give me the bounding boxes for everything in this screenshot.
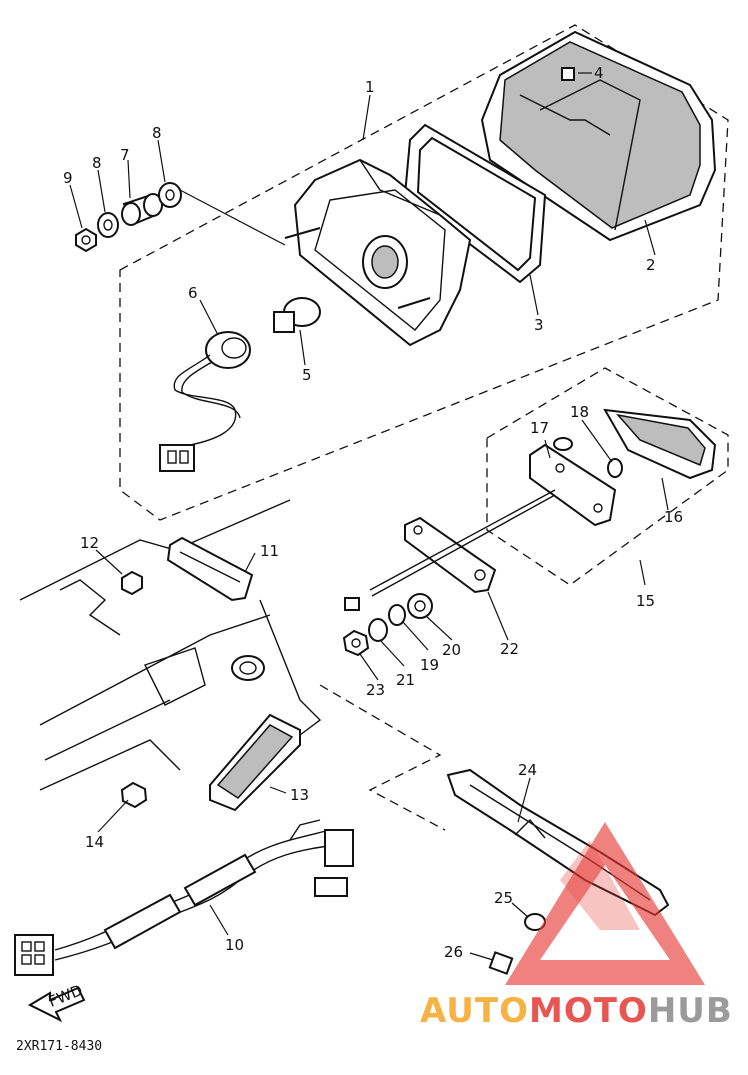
washer-part-8-left [97,212,119,238]
automotohub-watermark-logo: AUTOMOTOHUB [420,822,733,1031]
light-bracket-part-17 [529,443,617,527]
label-20: 20 [442,641,461,659]
label-23: 23 [366,681,385,699]
watermark-brand-moto: MOTO [529,991,648,1031]
label-18: 18 [570,403,589,421]
light-base-part-22 [404,516,497,594]
label-21: 21 [396,671,415,689]
label-25: 25 [494,889,513,907]
washer-part-21 [368,618,388,642]
label-11: 11 [260,542,279,560]
license-lens-part-16 [603,408,717,480]
drawing-code: 2XR171-8430 [16,1039,102,1054]
label-13: 13 [290,786,309,804]
label-8b: 8 [92,154,102,172]
svg-text:AUTOMOTOHUB: AUTOMOTOHUB [420,991,733,1031]
bulb-part-5 [273,297,321,333]
label-14: 14 [85,833,104,851]
grommet-part-20 [407,593,433,619]
label-9: 9 [63,169,73,187]
license-bracket-part-11 [166,536,254,602]
grommet-part-7 [121,193,163,226]
bulb-part-18 [553,437,623,478]
label-2: 2 [646,256,656,274]
label-3: 3 [534,316,544,334]
nut-part-23 [342,629,370,657]
label-6: 6 [188,284,198,302]
forward-arrow-icon: FWD [27,981,86,1023]
assembly-group-outline-1 [119,24,729,521]
assembly-group-outline-24 [319,684,446,831]
collar-part-19 [388,604,406,626]
label-19: 19 [420,656,439,674]
cord-wire [369,489,556,591]
taillight-body-part-1 [284,158,472,347]
part-number-labels: 1 2 3 4 5 6 7 8 8 9 10 11 12 13 14 15 16… [63,64,683,961]
nut-part-9 [75,227,97,253]
label-15: 15 [636,592,655,610]
nut-part-14 [120,781,148,809]
screw-part-4 [561,67,575,81]
watermark-triangle-icon [505,822,705,985]
label-4: 4 [594,64,604,82]
rear-fender-outline [19,499,322,791]
leader-lines [69,94,669,961]
label-26: 26 [444,943,463,961]
label-8a: 8 [152,124,162,142]
socket-cord-part-6 [159,331,251,472]
assembly-group-outline-15 [486,367,729,586]
nut-part-12 [121,570,143,596]
label-22: 22 [500,640,519,658]
cord-connector [344,597,360,611]
gasket-part-3 [403,123,547,284]
tail-lens-part-2 [480,30,717,242]
label-10: 10 [225,936,244,954]
label-16: 16 [664,508,683,526]
label-24: 24 [518,761,537,779]
label-12: 12 [80,534,99,552]
watermark-brand-hub: HUB [648,991,733,1031]
wire-harness-part-10 [14,819,354,976]
reflector-part-13 [209,713,301,812]
label-1: 1 [365,78,375,96]
nut-part-26 [488,951,514,975]
watermark-brand-auto: AUTO [420,991,529,1031]
washer-part-8-right [158,182,182,208]
label-17: 17 [530,419,549,437]
label-7: 7 [120,146,130,164]
label-5: 5 [302,366,312,384]
